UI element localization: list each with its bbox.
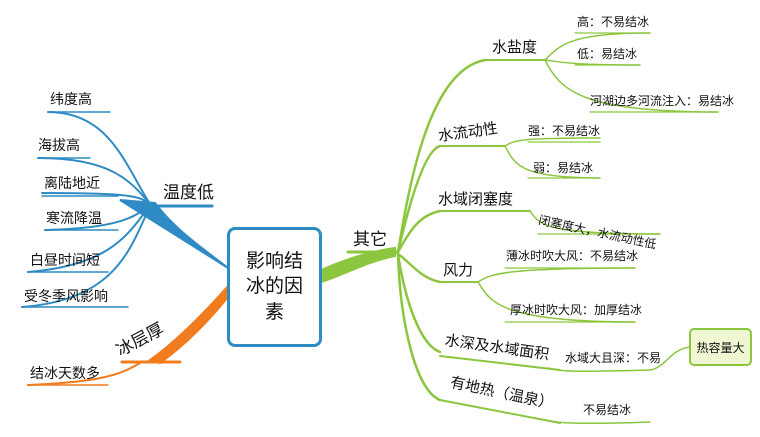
connector-monsoon <box>21 205 151 308</box>
branch-other[interactable]: 其它 <box>353 230 387 250</box>
connector-cold-current <box>44 205 151 231</box>
central-topic[interactable]: 影响结冰的因素 <box>227 227 322 347</box>
node-wind-thick[interactable]: 厚冰时吹大风：加厚结冰 <box>510 303 643 317</box>
node-short-daylight[interactable]: 白昼时间短 <box>30 253 100 269</box>
connector-depth <box>396 252 442 354</box>
connector-ice-trunk <box>147 284 234 365</box>
connector-daylight <box>27 205 151 273</box>
connector-wind-thick <box>477 281 636 323</box>
node-wind[interactable]: 风力 <box>443 261 474 279</box>
node-cold-current[interactable]: 寒流降温 <box>46 211 102 227</box>
node-near-land[interactable]: 离陆地近 <box>44 176 100 192</box>
node-altitude[interactable]: 海拔高 <box>38 138 80 154</box>
node-freeze-days[interactable]: 结冰天数多 <box>30 366 100 382</box>
connector-land <box>41 192 151 205</box>
connector-geothermal <box>396 252 442 402</box>
connector-wind-thin <box>477 267 636 283</box>
node-latitude[interactable]: 纬度高 <box>50 92 92 108</box>
connector-depth-underline <box>439 355 561 371</box>
node-geothermal-child[interactable]: 不易结冰 <box>583 403 632 417</box>
node-salinity[interactable]: 水盐度 <box>492 38 538 56</box>
node-salinity-high[interactable]: 高：不易结冰 <box>577 15 650 29</box>
note-heat-capacity-label: 热容量大 <box>696 340 745 355</box>
connector-closure <box>396 209 442 254</box>
connector-latitude <box>47 111 151 205</box>
node-flow-weak[interactable]: 弱：易结冰 <box>533 161 594 175</box>
connector-depth-note <box>649 346 690 371</box>
central-topic-label: 影响结冰的因素 <box>245 249 303 323</box>
node-depth-child[interactable]: 水域大且深：不易 <box>565 351 662 365</box>
connector-depth-child <box>547 367 651 373</box>
connector-flow-strong <box>504 137 601 147</box>
connector-temperature-trunk <box>119 199 229 269</box>
node-flow-strong[interactable]: 强：不易结冰 <box>528 124 601 138</box>
branch-temperature[interactable]: 温度低 <box>163 183 214 203</box>
connector-salinity <box>396 58 487 254</box>
connector-wind <box>396 252 442 284</box>
node-closure[interactable]: 水域闭塞度 <box>438 190 514 208</box>
node-salinity-low[interactable]: 低：易结冰 <box>577 47 638 61</box>
connector-other-trunk <box>320 246 396 284</box>
connector-sal-river <box>544 59 719 113</box>
note-heat-capacity[interactable]: 热容量大 <box>689 328 752 366</box>
node-wind-thin[interactable]: 薄冰时吹大风：不易结冰 <box>506 249 639 263</box>
connector-geothermal-underline <box>439 399 561 424</box>
connector-geothermal-child <box>544 419 651 425</box>
connector-altitude <box>37 157 151 205</box>
node-salinity-river[interactable]: 河湖边多河流注入：易结冰 <box>590 94 735 108</box>
node-winter-monsoon[interactable]: 受冬季风影响 <box>24 289 108 305</box>
connector-ice-days <box>27 362 141 386</box>
connector-flow <box>396 144 442 254</box>
